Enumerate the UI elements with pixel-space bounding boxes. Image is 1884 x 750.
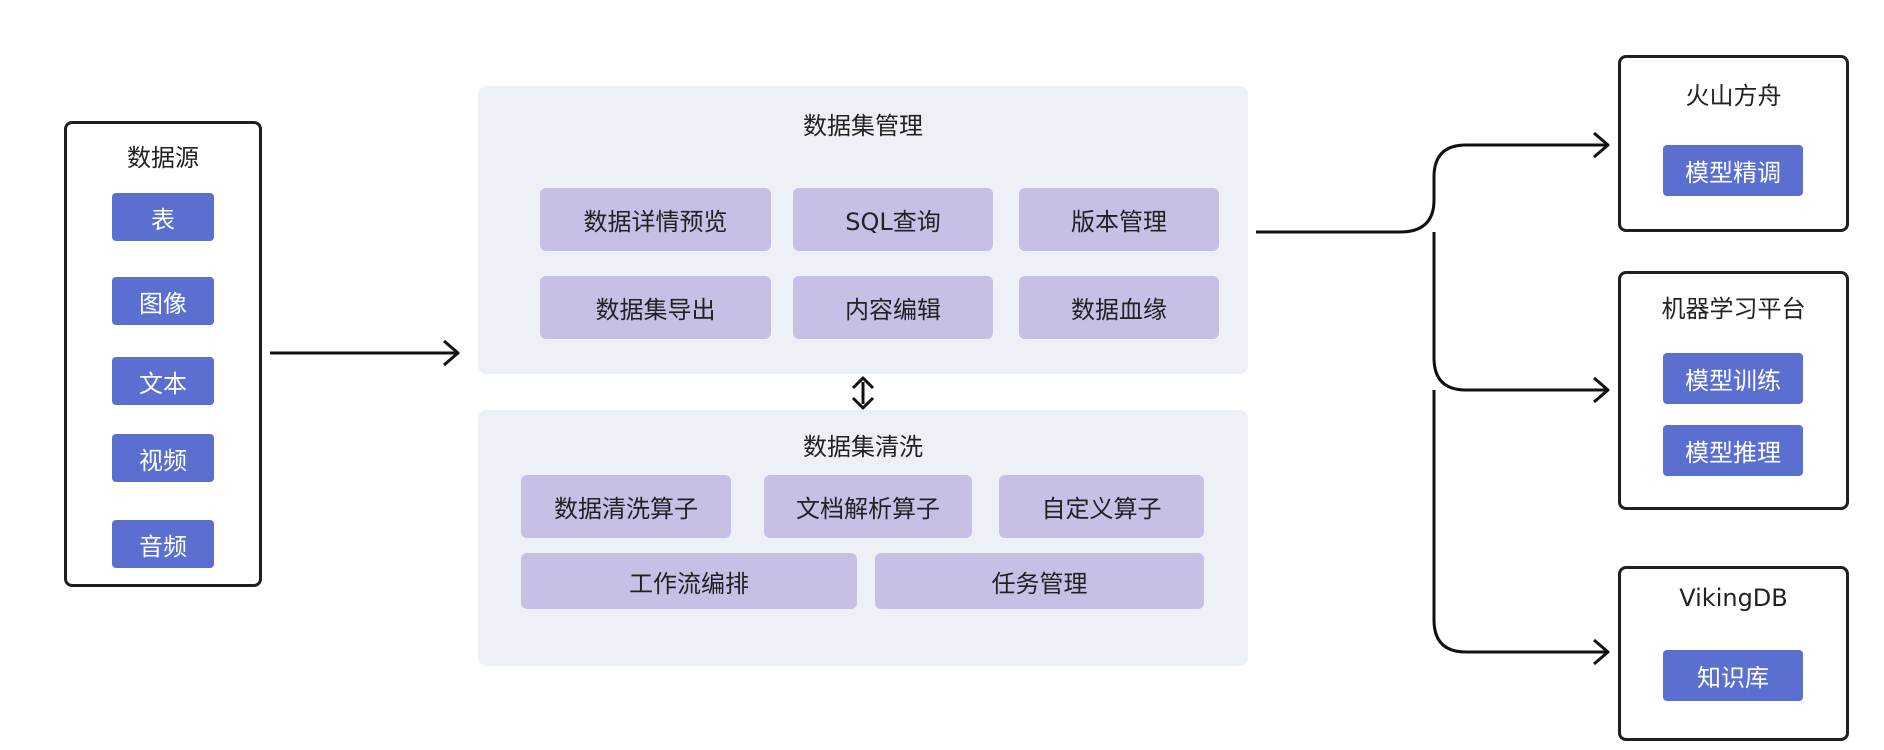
data-source-box xyxy=(64,121,262,587)
arrowhead-source-to-management xyxy=(443,339,460,367)
target-title-ml-platform: 机器学习平台 xyxy=(1661,295,1806,323)
dataset-cleaning-title: 数据集清洗 xyxy=(803,433,923,461)
target-box-volcano-ark xyxy=(1618,55,1849,232)
arrowhead-to-ml-platform xyxy=(1593,376,1610,404)
arrowhead-to-vikingdb xyxy=(1593,638,1610,666)
target-item-model-training[interactable]: 模型训练 xyxy=(1663,353,1803,404)
module-data-lineage[interactable]: 数据血缘 xyxy=(1019,276,1219,339)
module-dataset-export[interactable]: 数据集导出 xyxy=(540,276,771,339)
source-item-table[interactable]: 表 xyxy=(112,193,214,241)
module-content-edit[interactable]: 内容编辑 xyxy=(793,276,993,339)
target-item-model-finetune[interactable]: 模型精调 xyxy=(1663,145,1803,196)
target-item-knowledge-base[interactable]: 知识库 xyxy=(1663,650,1803,701)
module-version-management[interactable]: 版本管理 xyxy=(1019,188,1219,251)
target-title-vikingdb: VikingDB xyxy=(1679,584,1788,612)
source-item-audio[interactable]: 音频 xyxy=(112,520,214,568)
target-title-volcano-ark: 火山方舟 xyxy=(1685,82,1782,110)
module-task-management[interactable]: 任务管理 xyxy=(875,553,1204,609)
module-workflow-orchestration[interactable]: 工作流编排 xyxy=(521,553,857,609)
dataset-management-title: 数据集管理 xyxy=(803,112,923,140)
module-cleaning-operators[interactable]: 数据清洗算子 xyxy=(521,475,731,538)
dataset-cleaning-panel xyxy=(478,410,1248,666)
module-sql-query[interactable]: SQL查询 xyxy=(793,188,993,251)
module-data-preview[interactable]: 数据详情预览 xyxy=(540,188,771,251)
source-item-text[interactable]: 文本 xyxy=(112,357,214,405)
data-source-title: 数据源 xyxy=(127,144,199,172)
target-item-model-inference[interactable]: 模型推理 xyxy=(1663,425,1803,476)
arrowhead-to-volcano-ark xyxy=(1593,131,1610,159)
source-item-image[interactable]: 图像 xyxy=(112,277,214,325)
module-doc-parsing-operators[interactable]: 文档解析算子 xyxy=(764,475,972,538)
double-arrow-down-head xyxy=(851,396,875,410)
branch-line xyxy=(1256,143,1608,654)
module-custom-operators[interactable]: 自定义算子 xyxy=(999,475,1204,538)
double-arrow-up-head xyxy=(851,376,875,390)
source-item-video[interactable]: 视频 xyxy=(112,434,214,482)
